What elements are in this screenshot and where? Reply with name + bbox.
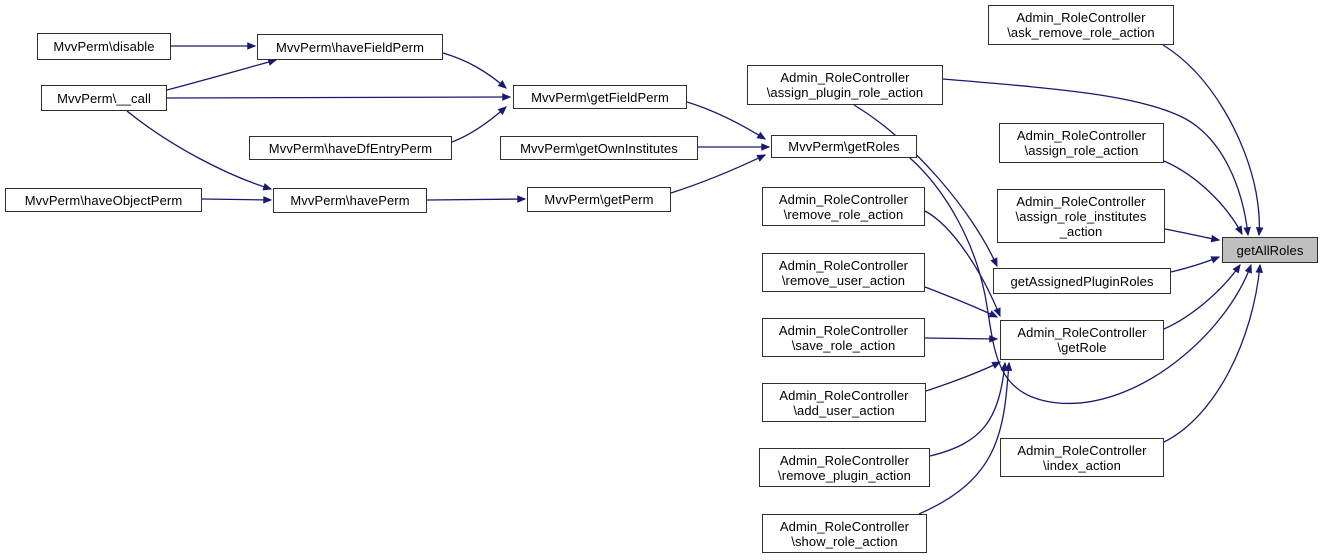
node-assign-plugin-role-action[interactable]: Admin_RoleController \assign_plugin_role… <box>747 65 943 105</box>
node-index-action[interactable]: Admin_RoleController \index_action <box>1000 438 1164 477</box>
node-mvvperm-get-own-institutes[interactable]: MvvPerm\getOwnInstitutes <box>500 136 698 160</box>
node-assign-role-institutes-action[interactable]: Admin_RoleController \assign_role_instit… <box>997 189 1165 243</box>
edge-ask-remove-role-action-to-get-all-roles <box>1162 44 1264 237</box>
node-mvvperm-get-field-perm[interactable]: MvvPerm\getFieldPerm <box>513 85 687 109</box>
node-show-role-action[interactable]: Admin_RoleController \show_role_action <box>762 514 927 553</box>
edge-mvvperm-get-field-perm-to-mvvperm-get-roles <box>686 101 767 140</box>
edge-mvvperm-call-to-mvvperm-have-perm <box>126 110 273 191</box>
edge-show-role-action-to-get-role <box>918 361 1013 515</box>
node-mvvperm-disable[interactable]: MvvPerm\disable <box>37 33 171 60</box>
node-mvvperm-have-df-entry-perm[interactable]: MvvPerm\haveDfEntryPerm <box>249 136 452 160</box>
node-add-user-action[interactable]: Admin_RoleController \add_user_action <box>762 383 926 422</box>
edge-mvvperm-get-roles-to-get-all-roles <box>909 157 1252 405</box>
node-save-role-action[interactable]: Admin_RoleController \save_role_action <box>762 318 925 357</box>
edge-mvvperm-call-to-mvvperm-get-field-perm <box>166 93 512 101</box>
edge-save-role-action-to-get-role <box>924 335 999 343</box>
edge-group <box>126 42 1264 515</box>
node-mvvperm-get-perm[interactable]: MvvPerm\getPerm <box>527 187 671 212</box>
node-get-all-roles[interactable]: getAllRoles <box>1222 237 1318 263</box>
edge-index-action-to-get-all-roles <box>1163 263 1264 443</box>
node-assign-role-action[interactable]: Admin_RoleController \assign_role_action <box>999 123 1164 163</box>
edge-mvvperm-get-perm-to-mvvperm-get-roles <box>670 154 767 194</box>
edge-mvvperm-have-df-entry-perm-to-mvvperm-get-field-perm <box>451 106 507 143</box>
edge-assign-plugin-role-action-to-get-all-roles <box>942 78 1251 237</box>
edge-assign-plugin-role-action-to-get-assigned-plugin-roles <box>853 104 998 268</box>
edge-mvvperm-call-to-mvvperm-have-field-perm <box>166 58 278 91</box>
edge-mvvperm-have-field-perm-to-mvvperm-get-field-perm <box>442 52 507 89</box>
edge-remove-user-action-to-get-role <box>924 286 999 318</box>
node-remove-plugin-action[interactable]: Admin_RoleController \remove_plugin_acti… <box>759 448 930 487</box>
node-get-role[interactable]: Admin_RoleController \getRole <box>1000 320 1164 360</box>
edge-assign-role-institutes-action-to-get-all-roles <box>1164 228 1221 243</box>
edge-remove-plugin-action-to-get-role <box>929 361 1008 457</box>
node-mvvperm-have-object-perm[interactable]: MvvPerm\haveObjectPerm <box>5 188 202 212</box>
edge-add-user-action-to-get-role <box>925 361 1002 392</box>
node-mvvperm-have-perm[interactable]: MvvPerm\havePerm <box>273 188 427 213</box>
node-mvvperm-have-field-perm[interactable]: MvvPerm\haveFieldPerm <box>257 34 443 60</box>
node-remove-user-action[interactable]: Admin_RoleController \remove_user_action <box>762 253 925 292</box>
node-ask-remove-role-action[interactable]: Admin_RoleController \ask_remove_role_ac… <box>988 5 1174 45</box>
node-mvvperm-call[interactable]: MvvPerm\__call <box>41 85 167 111</box>
node-mvvperm-get-roles[interactable]: MvvPerm\getRoles <box>771 135 917 158</box>
edge-mvvperm-have-object-perm-to-mvvperm-have-perm <box>201 196 273 204</box>
edge-mvvperm-have-perm-to-mvvperm-get-perm <box>426 195 527 203</box>
edge-get-assigned-plugin-roles-to-get-all-roles <box>1170 256 1221 273</box>
node-remove-role-action[interactable]: Admin_RoleController \remove_role_action <box>762 187 925 226</box>
edge-get-role-to-get-all-roles <box>1163 263 1241 330</box>
edge-assign-role-action-to-get-all-roles <box>1163 160 1243 236</box>
edge-remove-role-action-to-get-role <box>924 210 1001 318</box>
node-get-assigned-plugin-roles[interactable]: getAssignedPluginRoles <box>993 268 1171 294</box>
